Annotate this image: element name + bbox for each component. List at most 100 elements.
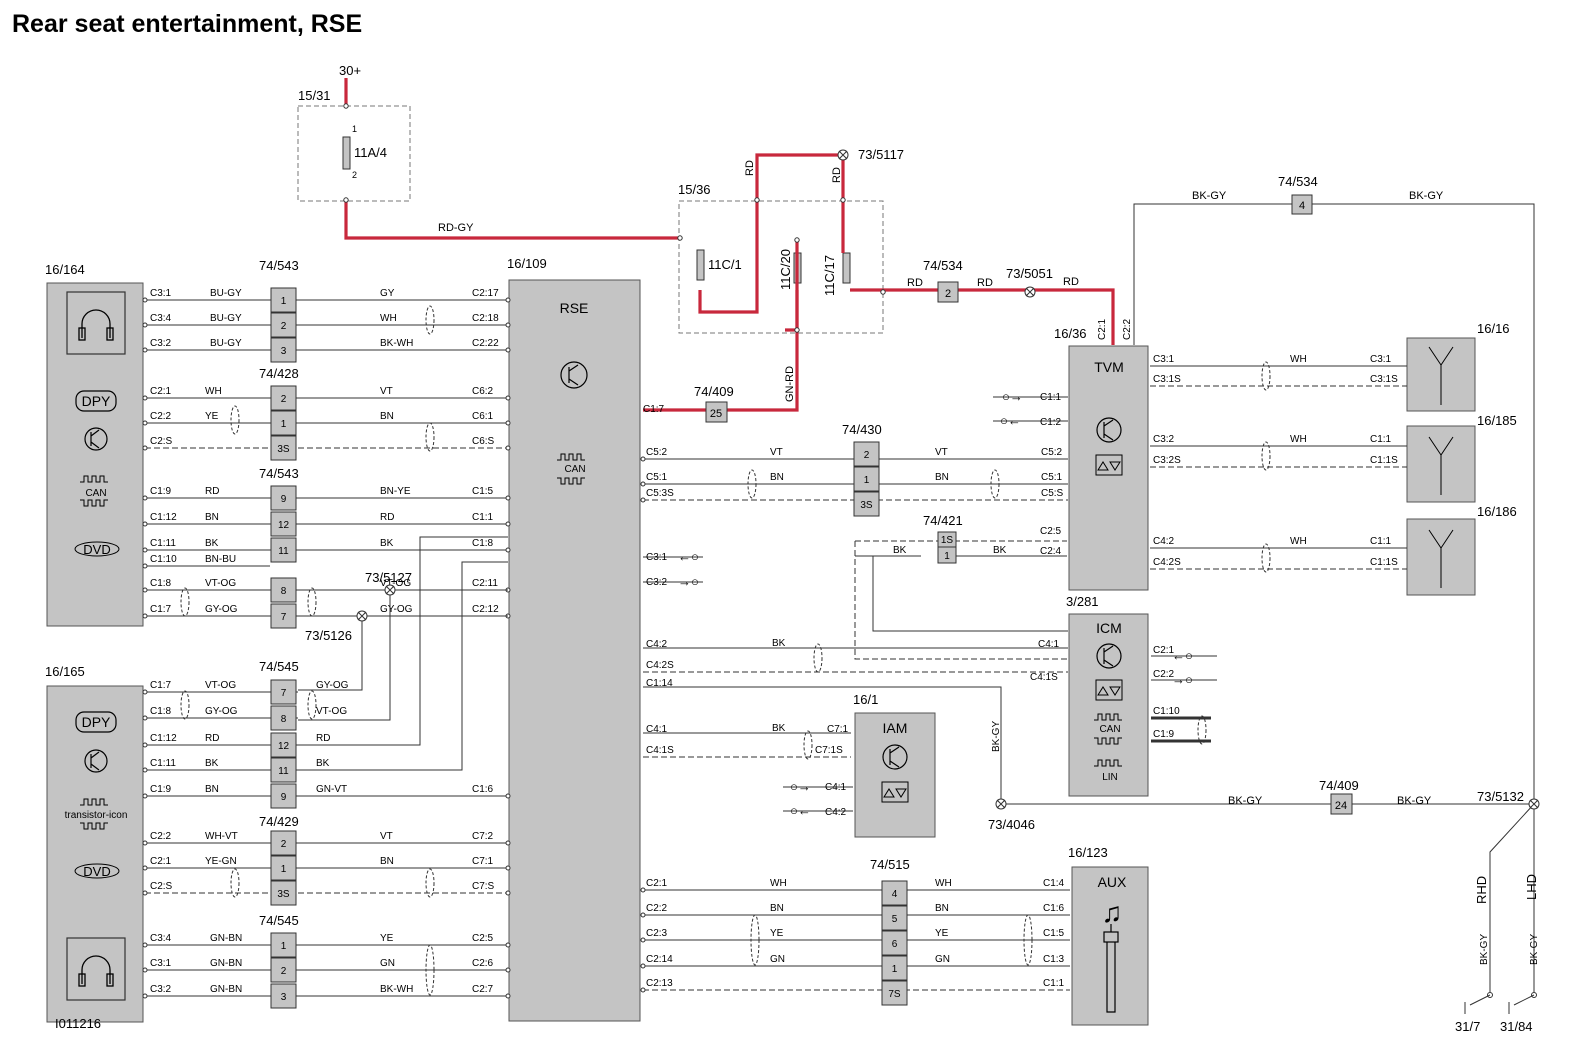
wire-label: BN [770,903,784,914]
pin-number: 1 [864,475,870,486]
pin-label: C3:1S [1153,374,1181,385]
svg-text:1: 1 [352,124,357,134]
can-bus-icon [1094,713,1122,745]
dvd-badge: DVD [74,863,120,879]
wire-label: BK [380,538,394,549]
svg-text:1S: 1S [941,535,954,546]
shield-marker [180,690,190,720]
pin-label: C3:2 [1153,434,1175,445]
svg-text:○→: ○→ [1002,389,1023,404]
pin-label: C3:1 [1153,354,1175,365]
svg-text:←○: ←○ [678,549,699,564]
wire-label: GY-OG [316,680,349,691]
svg-text:C1:9: C1:9 [1153,729,1175,740]
left-harness [142,297,511,999]
pin-label: C5:S [1041,488,1064,499]
svg-text:C3:2: C3:2 [646,577,668,588]
splice-73-5126: 73/5126 [305,610,368,643]
connector-pin [270,485,297,511]
connector-ref: 74/430 [842,422,882,437]
wire-label: YE [205,411,219,422]
dpy-badge: DPY [75,390,117,412]
pin-label: C2:6 [472,958,494,969]
pin-label: C1:1 [1043,978,1065,989]
svg-text:RD: RD [977,277,993,289]
wire-label: VT-OG [205,578,236,589]
wire-label: BN [205,512,219,523]
connector-pin [270,287,297,313]
pin-number: 2 [864,450,870,461]
pin-label: C1:7 [150,680,172,691]
antenna-icon [1428,529,1454,588]
wire-label: RD [205,486,219,497]
wire-label: WH [205,386,222,397]
svg-text:LIN: LIN [1102,772,1118,783]
svg-text:C4:1S: C4:1S [646,745,674,756]
pin-label: C2:18 [472,313,499,324]
svg-text:16/109: 16/109 [507,256,547,271]
pin-number: 7 [281,688,287,699]
antenna-icon [1428,346,1454,405]
connector-pin [270,511,297,537]
pin-number: 2 [281,966,287,977]
svg-text:16/1: 16/1 [853,692,878,707]
unit-16-36-tvm: 16/36 TVM [1054,326,1149,591]
pin-number: 12 [278,520,290,531]
svg-text:C1:14: C1:14 [646,678,673,689]
pin-number: 1 [892,964,898,975]
connector-pin [853,466,880,492]
svg-text:16/186: 16/186 [1477,504,1517,519]
pin-label: C7:2 [472,831,494,842]
pin-label: C3:4 [150,313,172,324]
unit-16-123-aux: 16/123 AUX ♫ [1068,845,1149,1026]
pin-label: C1:9 [150,784,172,795]
shield-marker [990,469,1000,499]
pin-label: C3:2 [150,984,172,995]
svg-text:CAN: CAN [564,464,585,475]
svg-text:16/164: 16/164 [45,262,85,277]
wire-label: RD [205,733,219,744]
antenna-drive-icon [881,781,909,803]
wire-label: YE [770,928,784,939]
svg-text:RSE: RSE [560,300,589,316]
wire-label: GY [380,288,395,299]
connector-74-421: 1S 1 74/421 [923,513,963,564]
splice-73-4046: 73/4046 [988,798,1035,832]
pin-number: 5 [892,914,898,925]
wire-label: WH [935,878,952,889]
pin-label: C1:12 [150,512,177,523]
wire-label: WH [770,878,787,889]
pin-number: 12 [278,741,290,752]
pin-label: C6:2 [472,386,494,397]
shield-marker [230,405,240,435]
svg-text:2: 2 [352,170,357,180]
svg-text:BK-GY: BK-GY [1397,795,1432,807]
svg-text:73/5127: 73/5127 [365,570,412,585]
wire-label: BN [205,784,219,795]
svg-text:AUX: AUX [1098,874,1127,890]
shield-marker [1261,361,1271,391]
connector-pin [270,337,297,363]
svg-text:RD-GY: RD-GY [438,222,474,234]
pin-label: C3:1 [1370,354,1392,365]
pin-label: C5:3S [646,488,674,499]
transistor-icon [560,361,588,389]
unit-16-165: 16/165 DPY transistor-icon DVD [45,664,144,1023]
pin-label: C4:2S [1153,557,1181,568]
svg-text:C1:1: C1:1 [1040,392,1062,403]
pin-label: C6:1 [472,411,494,422]
svg-text:BK-GY: BK-GY [1409,190,1444,202]
svg-text:C4:1: C4:1 [646,724,668,735]
svg-text:○→: ○→ [790,779,811,794]
fuse-box-15-31: 15/31 30+ 11A/4 1 2 [297,63,411,202]
wire-label: YE [935,928,949,939]
headphones-icon [78,309,114,341]
shield-marker [750,914,760,966]
svg-text:C4:2: C4:2 [825,807,847,818]
pin-label: C3:1 [150,958,172,969]
svg-text:C1:7: C1:7 [643,404,665,415]
shield-marker [307,690,317,720]
svg-text:C2:5: C2:5 [1040,526,1062,537]
pin-label: C2:2 [150,831,172,842]
